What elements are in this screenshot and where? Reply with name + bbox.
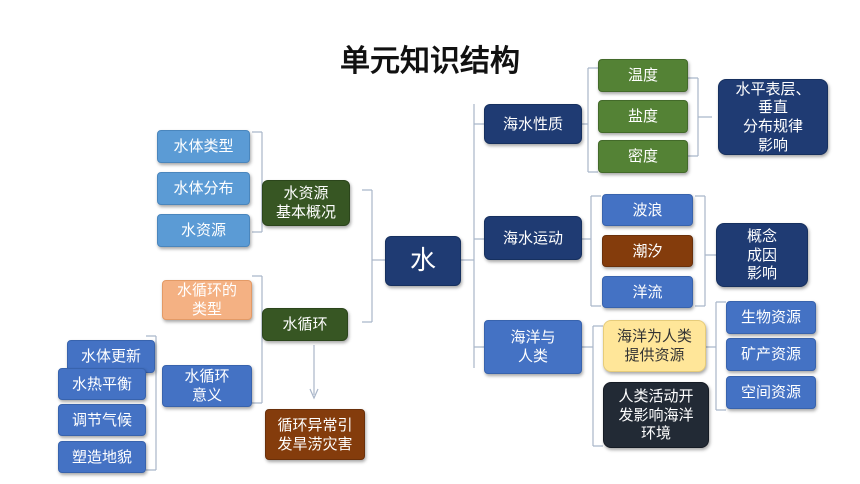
resource-mineral: 矿产资源 (726, 338, 816, 371)
item-cycle-significance: 水循环 意义 (162, 365, 252, 407)
human-impact-on-ocean: 人类活动开 发影响海洋 环境 (603, 382, 709, 448)
node-seawater-properties: 海水性质 (484, 104, 582, 144)
ocean-provides-resources: 海洋为人类 提供资源 (603, 320, 706, 372)
page-title: 单元知识结构 (340, 44, 520, 79)
significance-item-landform: 塑造地貌 (58, 441, 146, 473)
center-node-water: 水 (385, 236, 461, 286)
node-water-cycle: 水循环 (262, 308, 348, 341)
motion-tides: 潮汐 (602, 235, 693, 267)
property-salinity: 盐度 (598, 100, 688, 133)
node-water-resources-overview: 水资源 基本概况 (262, 180, 350, 226)
item-water-body-types: 水体类型 (157, 130, 250, 163)
motion-aspects: 概念 成因 影响 (716, 223, 808, 287)
property-temperature: 温度 (598, 59, 688, 92)
resource-space: 空间资源 (726, 376, 816, 409)
node-cycle-abnormal: 循环异常引 发旱涝灾害 (265, 409, 365, 460)
item-water-body-distribution: 水体分布 (157, 172, 250, 205)
motion-currents: 洋流 (602, 276, 693, 308)
significance-item-renewal: 水体更新 (67, 340, 155, 373)
property-density: 密度 (598, 140, 688, 173)
properties-aspects: 水平表层、 垂直 分布规律 影响 (718, 79, 828, 155)
significance-item-heat-balance: 水热平衡 (58, 368, 146, 400)
significance-item-climate: 调节气候 (58, 404, 146, 436)
node-ocean-and-humans: 海洋与 人类 (484, 320, 582, 374)
resource-biological: 生物资源 (726, 301, 816, 334)
motion-waves: 波浪 (602, 194, 693, 226)
node-seawater-motion: 海水运动 (484, 216, 582, 260)
item-cycle-types: 水循环的 类型 (162, 280, 252, 320)
item-water-resources: 水资源 (157, 214, 250, 247)
